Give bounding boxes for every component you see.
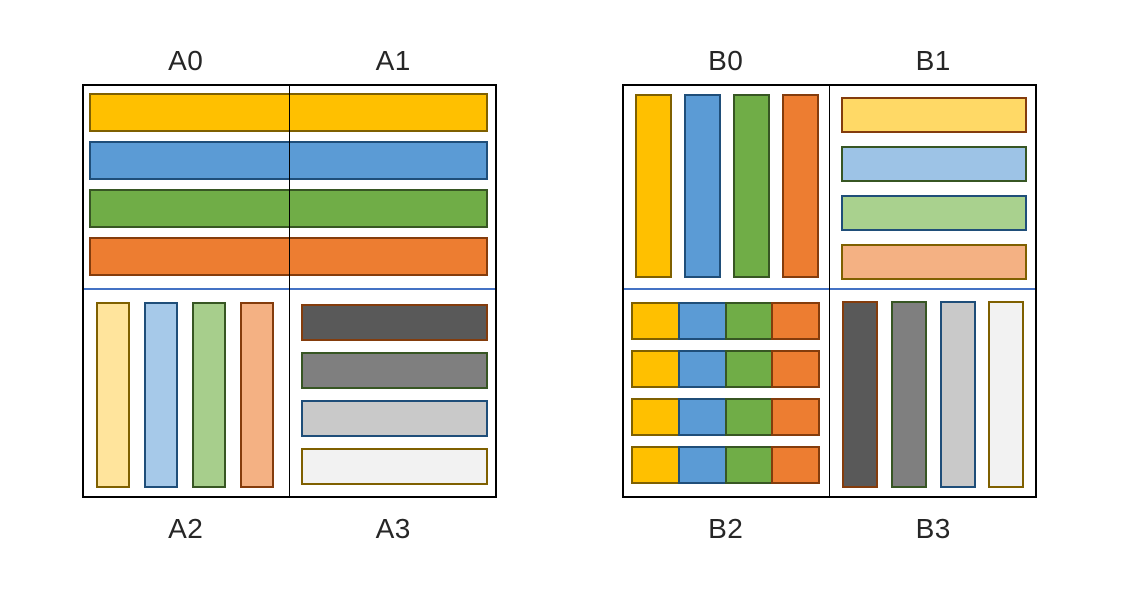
bar [939,301,976,488]
stacked-bar-row [631,398,820,436]
panel-b1 [830,86,1036,288]
bar [89,141,488,180]
bar-segment [631,302,680,340]
bar [144,302,178,488]
panel-title-a1: A1 [375,45,411,76]
bar-segment [724,350,774,388]
bar [840,97,1027,133]
bar-segment [631,398,680,436]
subplot-group-b: B0 B1 B2 B3 [622,44,1037,546]
bar-segment [677,446,727,484]
panel-b0 [624,86,830,288]
bar-segment [631,446,680,484]
top-titles-b: B0 B1 [622,44,1037,78]
bottom-titles-b: B2 B3 [622,512,1037,546]
bar [840,195,1027,231]
bar-segment [724,446,774,484]
bar [841,301,878,488]
bar [240,302,274,488]
bar [840,146,1027,182]
bar [987,301,1024,488]
axes-frame-b [622,84,1037,498]
panel-title-a2: A2 [168,513,204,544]
bar-segment [724,302,774,340]
column-divider-a [288,86,291,496]
bar [782,94,819,278]
bar-segment [724,398,774,436]
bar [89,93,488,132]
bar-segment [677,398,727,436]
column-divider-b [828,86,831,496]
stacked-bar-row [631,446,820,484]
top-titles-a: A0 A1 [82,44,497,78]
panel-title-b0: B0 [708,45,744,76]
bar [733,94,770,278]
panel-title-b1: B1 [915,45,951,76]
subplot-group-a: A0 A1 A2 A3 [82,44,497,546]
bar [96,302,130,488]
panel-title-a0: A0 [168,45,204,76]
bar [192,302,226,488]
bar [300,448,488,485]
stacked-bar-row [631,302,820,340]
bar [300,304,488,341]
bar-segment [677,350,727,388]
panel-a0-a1 [84,86,495,288]
panel-b2 [624,288,830,496]
axes-frame-a [82,84,497,498]
panel-a2 [84,288,290,496]
bar [684,94,721,278]
bar-segment [677,302,727,340]
stacked-bar-row [631,350,820,388]
panel-a3 [290,288,496,496]
bar-segment [771,302,820,340]
bar [840,244,1027,280]
bar [300,352,488,389]
panel-title-b3: B3 [915,513,951,544]
panel-title-a3: A3 [375,513,411,544]
bar-segment [631,350,680,388]
bar-segment [771,398,820,436]
bar [89,237,488,276]
panel-title-b2: B2 [708,513,744,544]
bottom-titles-a: A2 A3 [82,512,497,546]
bar [89,189,488,228]
panel-b3 [830,288,1036,496]
bar-segment [771,350,820,388]
bar [300,400,488,437]
bar-segment [771,446,820,484]
bar [890,301,927,488]
bar [635,94,672,278]
